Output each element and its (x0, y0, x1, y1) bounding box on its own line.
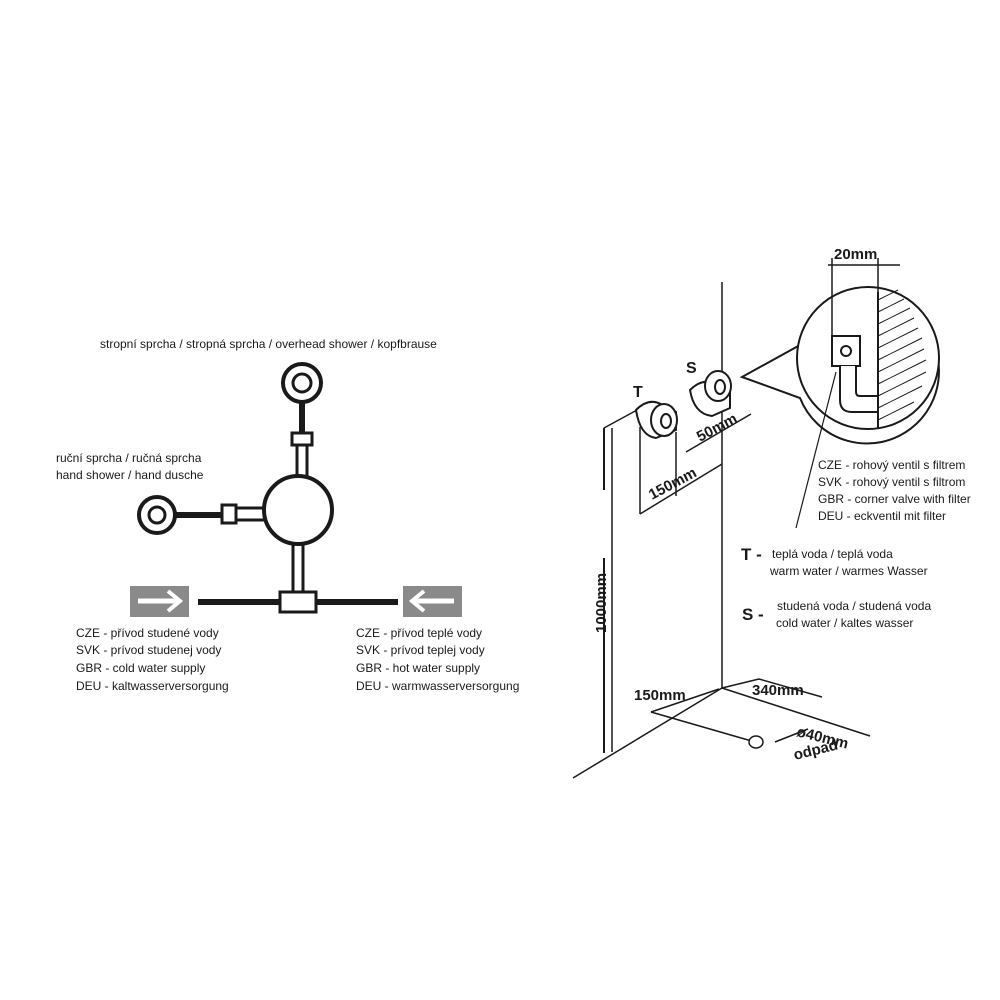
legend-t-line-2: warm water / warmes Wasser (769, 564, 928, 578)
detail-corner-valve-icon (831, 335, 879, 413)
cold-supply-svk: SVK - prívod studenej vody (76, 643, 221, 657)
mixer-body (262, 474, 334, 546)
dim-1000mm: 1000mm (593, 573, 610, 633)
dim-340mm: 340mm (752, 682, 804, 699)
valve-t-label: T (633, 384, 643, 401)
hot-supply-gbr: GBR - hot water supply (356, 661, 480, 675)
hand-shower-label-2: hand shower / hand dusche (56, 468, 204, 482)
dim-150mm-top: 150mm (646, 464, 700, 503)
dim-150mm-floor: 150mm (634, 687, 686, 704)
wall-installation (572, 282, 871, 779)
legend-s-line-1: studená voda / studená voda (777, 599, 931, 613)
hot-supply-deu: DEU - warmwasserversorgung (356, 679, 519, 693)
hot-supply-svk: SVK - prívod teplej vody (356, 643, 485, 657)
hand-shower-label-1: ruční sprcha / ručná sprcha (56, 451, 202, 465)
hand-connector (220, 503, 238, 525)
hand-shower-outlet (137, 495, 177, 535)
valve-s-icon (688, 370, 732, 418)
hot-supply-arrow-icon (403, 586, 462, 617)
corner-valve-svk: SVK - rohový ventil s filtrom (818, 475, 965, 489)
corner-valve-gbr: GBR - corner valve with filter (818, 492, 971, 506)
callout-leader (795, 371, 837, 529)
cold-supply-deu: DEU - kaltwasserversorgung (76, 679, 229, 693)
drain-icon (748, 735, 764, 749)
corner-valve-deu: DEU - eckventil mit filter (818, 509, 946, 523)
dim-20mm: 20mm (834, 246, 877, 263)
corner-valve-cze: CZE - rohový ventil s filtrem (818, 458, 965, 472)
floor-left-edge (572, 687, 723, 779)
legend-t-key: T - (741, 545, 762, 564)
hot-supply-cze: CZE - přívod teplé vody (356, 626, 482, 640)
cold-supply-gbr: GBR - cold water supply (76, 661, 205, 675)
legend-s-line-2: cold water / kaltes wasser (776, 616, 913, 630)
cold-supply-cze: CZE - přívod studené vody (76, 626, 219, 640)
legend-s-key: S - (742, 605, 764, 624)
overhead-shower-outlet (281, 362, 323, 404)
overhead-shower-label: stropní sprcha / stropná sprcha / overhe… (100, 337, 437, 351)
valve-s-label: S (686, 360, 697, 377)
detail-20mm-dimension (828, 258, 900, 336)
mixer-schematic (137, 362, 398, 614)
floor-right-edge (721, 687, 871, 737)
valve-t-icon (634, 400, 678, 440)
legend-t-line-1: teplá voda / teplá voda (772, 547, 893, 561)
overhead-connector (290, 431, 314, 447)
dim-50mm: 50mm (694, 410, 740, 445)
cold-supply-arrow-icon (130, 586, 189, 617)
supply-tee (278, 590, 318, 614)
